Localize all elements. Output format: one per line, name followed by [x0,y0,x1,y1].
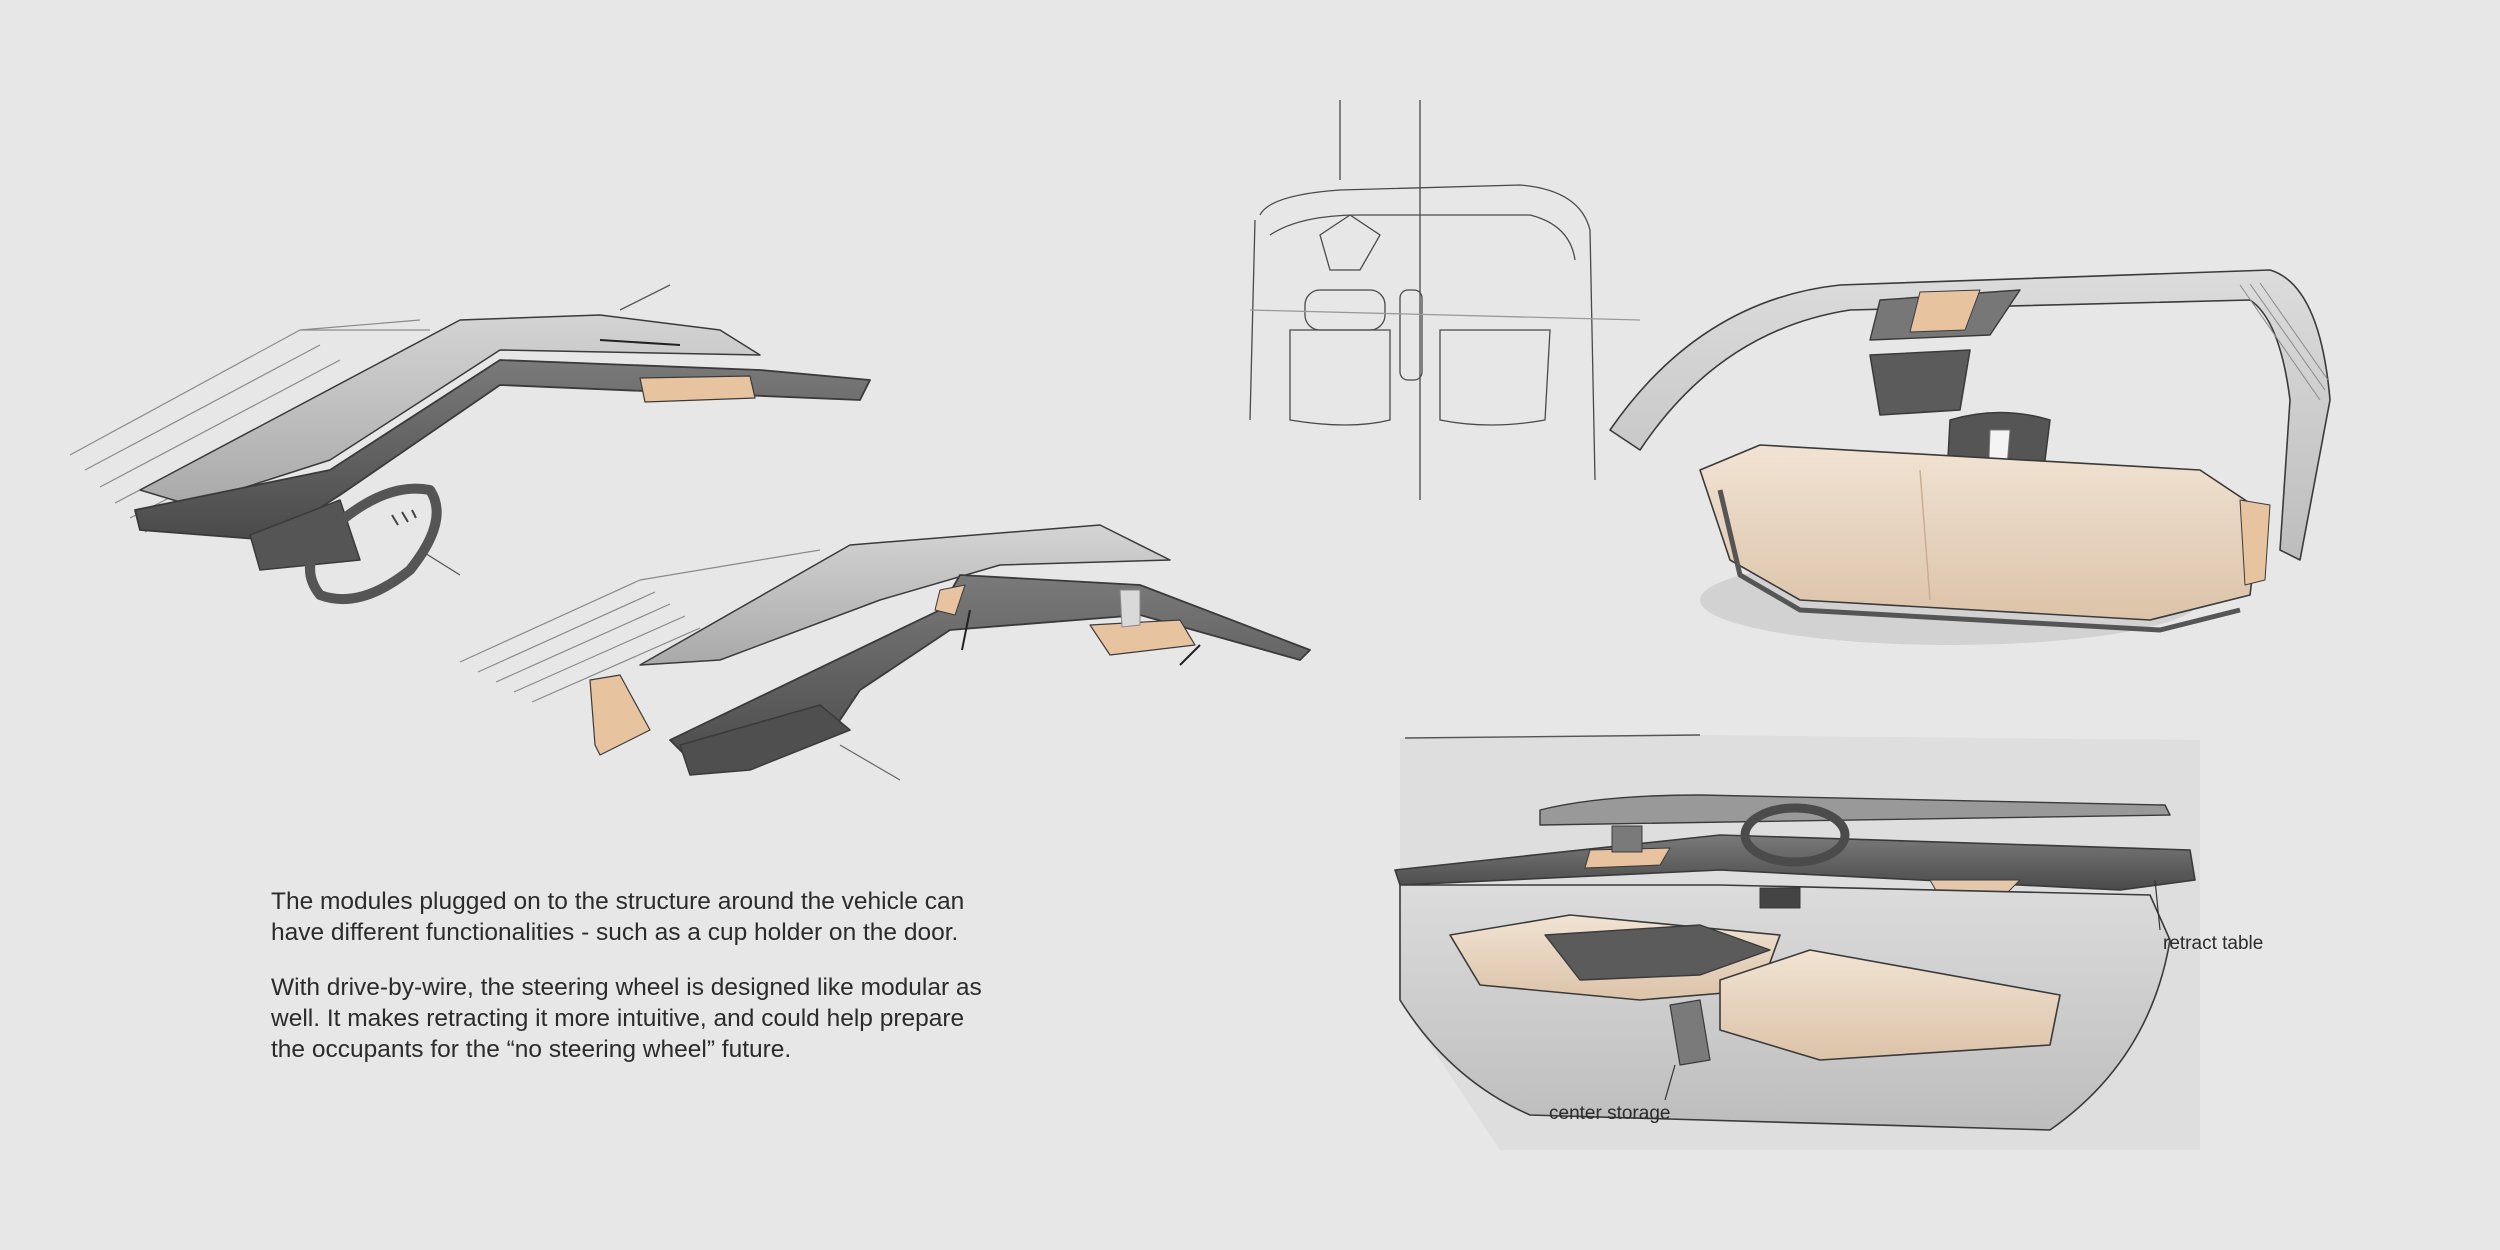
interior-perspective-sketch [1394,734,2200,1150]
callout-center-storage: center storage [1549,1103,1671,1124]
exploded-modules-sketch [459,524,1311,781]
top-view-line-sketch [1249,100,1641,500]
interior-seats-sketch [1609,269,2331,645]
callout-retract-table: retract table [2163,933,2264,954]
caption-block: The modules plugged on to the structure … [271,886,1131,1089]
dashboard-steering-sketch [69,284,871,605]
caption-drive-by-wire: With drive-by-wire, the steering wheel i… [271,974,982,1063]
caption-modules: The modules plugged on to the structure … [271,888,965,946]
